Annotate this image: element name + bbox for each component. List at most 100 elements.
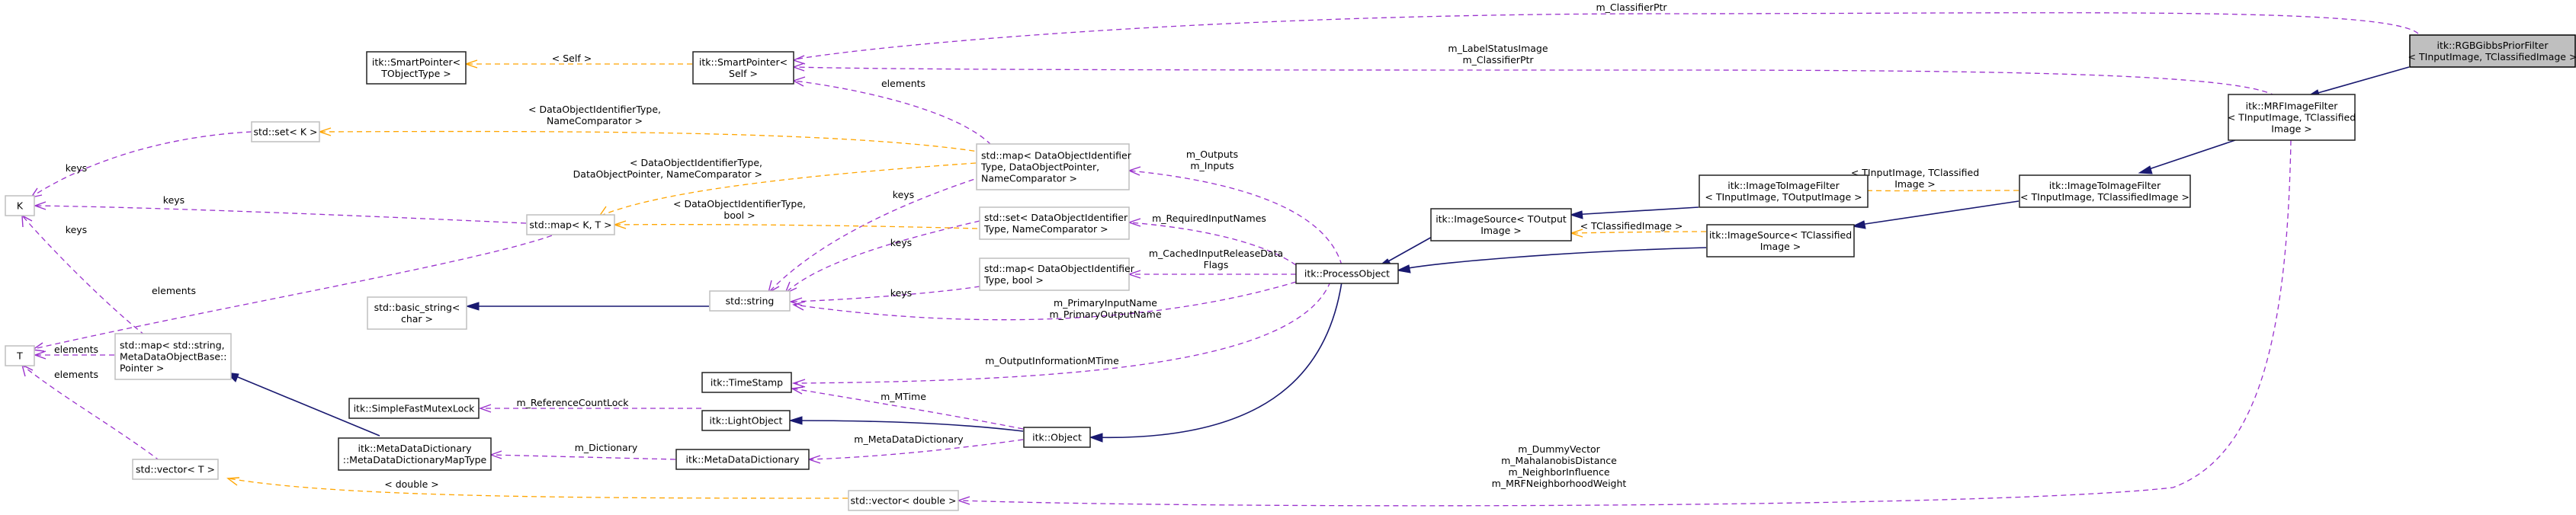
arrow-double-tmpl <box>226 477 240 486</box>
node-box <box>367 296 467 330</box>
node-label-line: itk::TimeStamp <box>711 377 783 389</box>
node-i2i-tin-tclass[interactable]: itk::ImageToImageFilter< TInputImage, TC… <box>2019 174 2191 208</box>
node-std-vector-t[interactable]: std::vector< T > <box>132 459 219 480</box>
edge-label-meta-data-dict: m_MetaDataDictionary <box>854 433 964 445</box>
node-box <box>2228 94 2356 141</box>
node-box <box>251 121 320 142</box>
node-time-stamp[interactable]: itk::TimeStamp <box>701 372 792 393</box>
arrow-output-info-mtime <box>791 379 806 388</box>
edge-label-line: Image > <box>1894 178 1936 190</box>
edge-label-line: m_NeighborInfluence <box>1508 466 1609 478</box>
edge-label-line: < DataObjectIdentifierType, <box>673 198 806 210</box>
node-map-doi-ptr[interactable]: std::map< DataObjectIdentifierType, Data… <box>976 143 1132 190</box>
node-label-line: MetaDataObjectBase:: <box>120 351 226 363</box>
edge-label-line: keys <box>890 237 912 248</box>
node-box <box>2409 34 2576 68</box>
node-i2i-tin-tout[interactable]: itk::ImageToImageFilter< TInputImage, TO… <box>1699 174 1869 208</box>
node-label-line: itk::ImageSource< TOutput <box>1436 213 1567 225</box>
node-mrf[interactable]: itk::MRFImageFilter< TInputImage, TClass… <box>2228 94 2356 141</box>
node-box <box>1295 263 1399 284</box>
node-label-line: < TInputImage, TClassifiedImage > <box>2020 191 2189 203</box>
edge-label-line: m_MahalanobisDistance <box>1501 455 1617 466</box>
edge-inherit-metamap-map <box>228 373 380 437</box>
node-box <box>5 195 35 216</box>
edge-label-ref-count-lock: m_ReferenceCountLock <box>517 397 630 408</box>
node-smart-ptr-tobj[interactable]: itk::SmartPointer<TObjectType > <box>366 51 467 85</box>
node-std-vector-double[interactable]: std::vector< double > <box>848 490 959 511</box>
node-image-source-tout[interactable]: itk::ImageSource< TOutputImage > <box>1430 208 1572 242</box>
node-box <box>366 51 467 85</box>
node-label-line: std::set< K > <box>254 126 318 138</box>
edge-labels: m_ClassifierPtrm_LabelStatusImagem_Class… <box>54 2 1979 490</box>
edge-outputs-inputs <box>1129 170 1343 266</box>
edge-dictionary <box>490 454 676 460</box>
node-smart-ptr-self[interactable]: itk::SmartPointer<Self > <box>692 51 794 85</box>
arrow-ref-count-lock <box>478 404 492 413</box>
node-label-line: std::vector< T > <box>136 464 215 475</box>
node-std-basic-string[interactable]: std::basic_string<char > <box>367 296 467 330</box>
arrow-inherit-i2i-imgsrc <box>1851 220 1866 229</box>
node-label-line: std::map< std::string, <box>120 340 225 351</box>
edge-inherit-object-light <box>791 420 1024 432</box>
edge-label-self: < Self > <box>552 53 592 64</box>
node-rgb-gibbs[interactable]: itk::RGBGibbsPriorFilter< TInputImage, T… <box>2408 34 2576 68</box>
arrow-keys-map-k <box>33 201 47 210</box>
node-t[interactable]: T <box>5 345 35 366</box>
node-label-line: itk::MRFImageFilter <box>2246 101 2339 112</box>
edge-double-tmpl <box>228 478 849 499</box>
arrow-inherit-string-basic <box>465 302 480 311</box>
node-label-line: itk::Object <box>1032 432 1082 443</box>
node-label-line: itk::SmartPointer< <box>699 56 788 68</box>
node-k[interactable]: K <box>5 195 35 216</box>
edge-label-tin-tclass-tmpl: < TInputImage, TClassifiedImage > <box>1851 167 1979 190</box>
edge-label-mtime: m_MTime <box>881 391 926 402</box>
node-std-set-k[interactable]: std::set< K > <box>251 121 320 142</box>
edge-label-keys-set-k: keys <box>66 162 87 174</box>
edge-label-line: < Self > <box>552 53 592 64</box>
node-label-line: std::string <box>726 296 775 307</box>
node-image-source-tclass[interactable]: itk::ImageSource< TClassifiedImage > <box>1706 224 1855 258</box>
node-meta-dict[interactable]: itk::MetaDataDictionary <box>675 449 810 470</box>
edge-inherit-po-object <box>1091 281 1343 439</box>
node-std-map-kt[interactable]: std::map< K, T > <box>526 214 615 235</box>
node-label-line: < TInputImage, TClassified <box>2228 112 2356 123</box>
node-label-line: itk::ImageToImageFilter <box>2049 180 2161 191</box>
arrow-keys-map-bool <box>788 297 803 306</box>
edge-label-keys-map-k: keys <box>163 194 184 206</box>
node-label-line: Type, bool > <box>983 274 1044 286</box>
edge-label-line: keys <box>66 162 87 174</box>
node-set-doi[interactable]: std::set< DataObjectIdentifierType, Name… <box>979 206 1130 240</box>
edge-keys-map-k <box>34 205 527 224</box>
node-process-object[interactable]: itk::ProcessObject <box>1295 263 1399 284</box>
edge-label-line: elements <box>54 369 98 380</box>
node-box <box>848 490 959 511</box>
node-label-line: Image > <box>1480 225 1522 236</box>
edge-label-doi-ptr-cmp: < DataObjectIdentifierType,DataObjectPoi… <box>573 157 762 180</box>
arrow-inherit-mrf-i2i <box>2138 165 2153 174</box>
edge-label-line: keys <box>893 189 914 200</box>
edge-label-line: elements <box>152 285 196 296</box>
node-label-line: std::map< DataObjectIdentifier <box>981 150 1132 162</box>
node-light-object[interactable]: itk::LightObject <box>701 410 791 431</box>
node-fast-mutex[interactable]: itk::SimpleFastMutexLock <box>348 398 480 419</box>
edge-label-line: DataObjectPointer, NameComparator > <box>573 168 762 180</box>
node-box <box>2019 174 2191 208</box>
edge-label-classifier-ptr: m_ClassifierPtr <box>1596 2 1667 13</box>
node-label-line: T <box>16 350 23 362</box>
arrow-inherit-imgsrc2-po <box>1396 264 1411 273</box>
edge-elements-vec-t <box>22 365 161 462</box>
edge-label-line: < TInputImage, TClassified <box>1851 167 1979 178</box>
node-meta-dict-map[interactable]: itk::MetaDataDictionary::MetaDataDiction… <box>338 437 492 471</box>
edge-label-elements-vec-t: elements <box>54 369 98 380</box>
edge-label-line: m_Inputs <box>1190 160 1233 171</box>
edge-label-keys-map-ptr: keys <box>893 189 914 200</box>
node-object[interactable]: itk::Object <box>1023 427 1091 448</box>
node-std-map-meta[interactable]: std::map< std::string,MetaDataObjectBase… <box>114 333 232 380</box>
node-std-string[interactable]: std::string <box>709 290 791 312</box>
node-box <box>701 372 792 393</box>
node-map-doi-bool[interactable]: std::map< DataObjectIdentifierType, bool… <box>979 258 1135 291</box>
edge-label-line: m_DummyVector <box>1518 443 1600 455</box>
